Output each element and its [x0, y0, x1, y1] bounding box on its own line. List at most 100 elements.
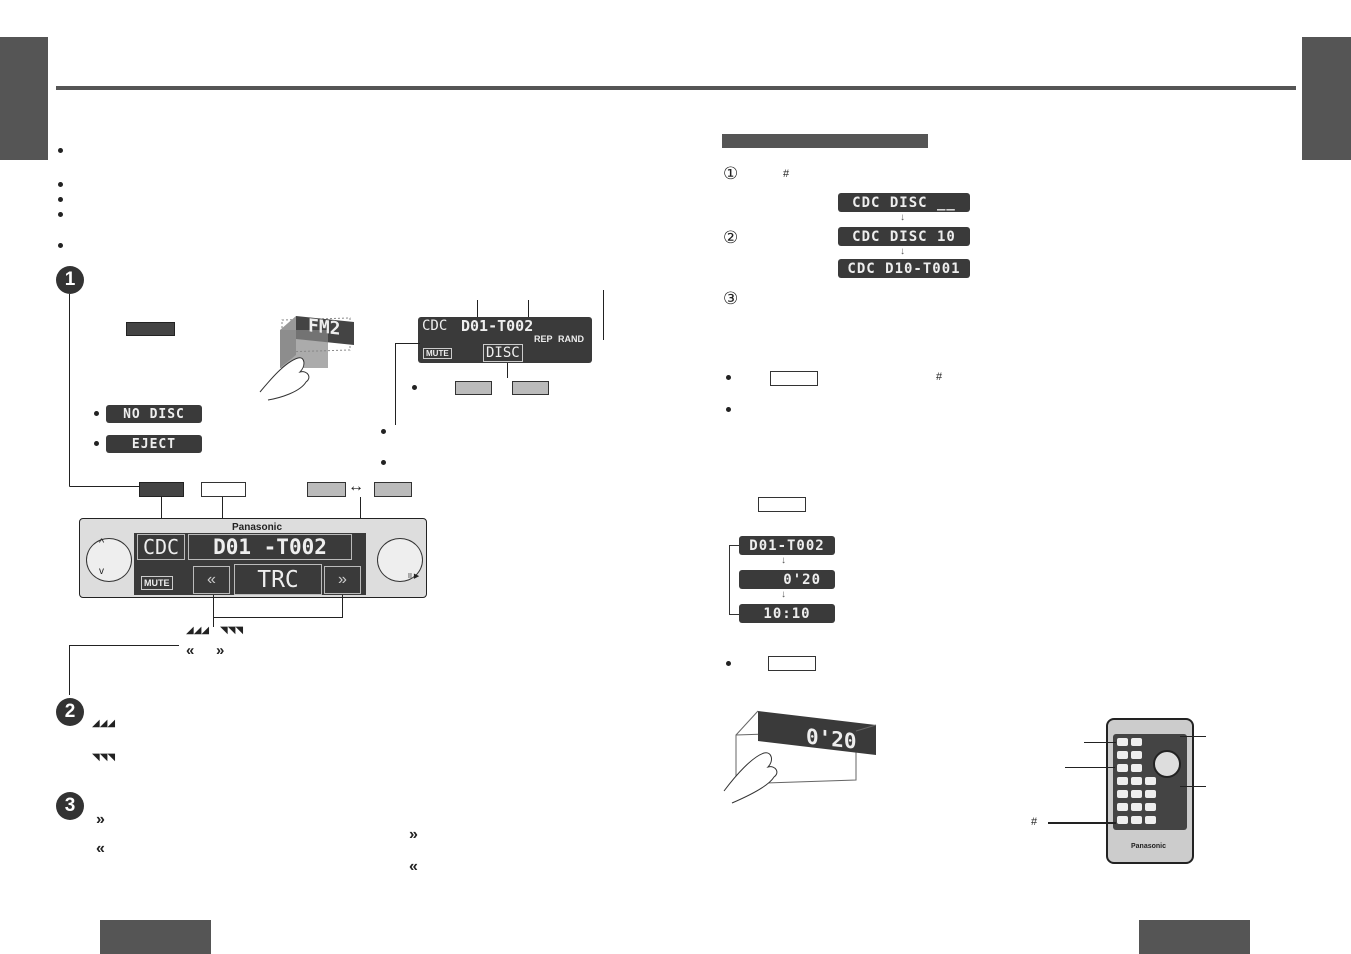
- arrow-down-icon: ↓: [900, 246, 905, 257]
- remote-button: [1145, 816, 1156, 824]
- bullet: [58, 148, 63, 153]
- bullet: [94, 411, 99, 416]
- remote-jog-dial: [1153, 750, 1181, 778]
- leader-line: [528, 300, 529, 319]
- left-page-tab: [0, 37, 48, 160]
- cycle-clock: 10:10: [739, 604, 835, 623]
- circled-step-2: ②: [723, 228, 739, 247]
- fast-forward-icon: »: [96, 811, 105, 828]
- toggle-arrow-icon: ↔: [348, 478, 364, 495]
- leader-line: [69, 645, 70, 695]
- remote-button: [1131, 803, 1142, 811]
- remote-button: [1131, 738, 1142, 746]
- unit-mute-badge: MUTE: [141, 576, 173, 590]
- bullet: [381, 460, 386, 465]
- bullet: [412, 385, 417, 390]
- hash-key-symbol: #: [1031, 816, 1038, 828]
- display-disc-track: D01-T002: [461, 317, 534, 335]
- display-illustration: [723, 710, 877, 804]
- remote-button: [1131, 816, 1142, 824]
- leader-line: [477, 300, 478, 319]
- fast-forward-icon: »: [216, 642, 225, 659]
- unit-disc-track: D01 -T002: [188, 534, 352, 560]
- up-arrow-icon: ^: [99, 537, 105, 549]
- arrow-down-icon: ↓: [781, 589, 786, 600]
- step-number-1: 1: [56, 266, 84, 294]
- leader-line: [395, 343, 396, 425]
- display-rep: REP: [534, 334, 553, 344]
- display-cdc-label: CDC: [422, 318, 448, 334]
- remote-button: [1117, 816, 1128, 824]
- cd-changer-display: [418, 317, 592, 363]
- leader-line: [161, 497, 162, 537]
- disc-up-key: [455, 381, 492, 395]
- cycle-bracket: [729, 545, 740, 615]
- unit-forward-icon: »: [324, 566, 361, 594]
- hash-key-symbol: #: [783, 168, 790, 180]
- leader-line: [213, 595, 214, 627]
- cycle-elapsed-time: 0'20: [739, 570, 835, 589]
- volume-knob: [86, 538, 132, 582]
- track-down-icon: ◥◥◥: [220, 625, 244, 636]
- lcd-no-disc: NO DISC: [106, 405, 202, 423]
- left-page-number-tab: [100, 920, 211, 954]
- bullet: [58, 182, 63, 187]
- right-page-tab: [1302, 37, 1351, 160]
- leader-line: [1048, 822, 1116, 824]
- bullet: [381, 429, 386, 434]
- cycle-disc-track: D01-T002: [739, 536, 835, 555]
- track-up-icon: ◢◢◢: [92, 718, 116, 729]
- pause-play-label: II ▶: [408, 573, 420, 580]
- leader-line: [213, 617, 343, 618]
- bullet: [58, 197, 63, 202]
- leader-line: [69, 294, 70, 486]
- step-number-2: 2: [56, 698, 84, 726]
- right-page-number-tab: [1139, 920, 1250, 954]
- arrow-down-icon: ↓: [781, 555, 786, 566]
- leader-line: [603, 290, 604, 340]
- bullet: [58, 243, 63, 248]
- remote-button: [1145, 803, 1156, 811]
- rewind-icon: «: [409, 858, 418, 875]
- cd-changer-key: [139, 482, 184, 497]
- bullet: [94, 441, 99, 446]
- remote-button: [1131, 764, 1142, 772]
- cd-knob: [377, 538, 423, 582]
- section-bar: [722, 134, 928, 148]
- remote-button: [1117, 764, 1128, 772]
- disc-down-key: [512, 381, 549, 395]
- leader-line: [507, 363, 508, 378]
- leader-line: [222, 497, 223, 537]
- leader-line: [395, 343, 420, 344]
- display-mute-badge: MUTE: [423, 348, 452, 359]
- track-up-icon: ◢◢◢: [186, 625, 210, 636]
- remote-button: [1145, 777, 1156, 785]
- remote-button: [1117, 751, 1128, 759]
- leader-line: [1084, 742, 1116, 743]
- leader-line: [1180, 736, 1206, 737]
- hash-key-symbol: #: [936, 371, 943, 383]
- remote-button: [1131, 777, 1142, 785]
- display-key: [758, 497, 806, 512]
- leader-line: [1065, 767, 1115, 768]
- unit-trc-label: TRC: [234, 564, 322, 595]
- remote-button: [1131, 790, 1142, 798]
- lcd-disc-blank: CDC DISC __: [838, 193, 970, 212]
- leader-line: [1180, 786, 1206, 787]
- fast-forward-icon: »: [409, 826, 418, 843]
- leader-line: [69, 645, 179, 646]
- bullet: [726, 407, 731, 412]
- fm-display-text: FM2: [308, 315, 341, 340]
- disc-key: [770, 371, 818, 386]
- display-key: [768, 656, 816, 671]
- remote-button: [1117, 803, 1128, 811]
- leader-line: [342, 595, 343, 617]
- lcd-disc-10: CDC DISC 10: [838, 227, 970, 246]
- remote-brand: Panasonic: [1131, 843, 1167, 850]
- circled-step-3: ③: [723, 289, 739, 308]
- fm-display-illustration: [259, 316, 354, 401]
- lcd-eject: EJECT: [106, 435, 202, 453]
- display-rand: RAND: [558, 334, 584, 344]
- random-key: [374, 482, 412, 497]
- arrow-down-icon: ↓: [900, 212, 905, 223]
